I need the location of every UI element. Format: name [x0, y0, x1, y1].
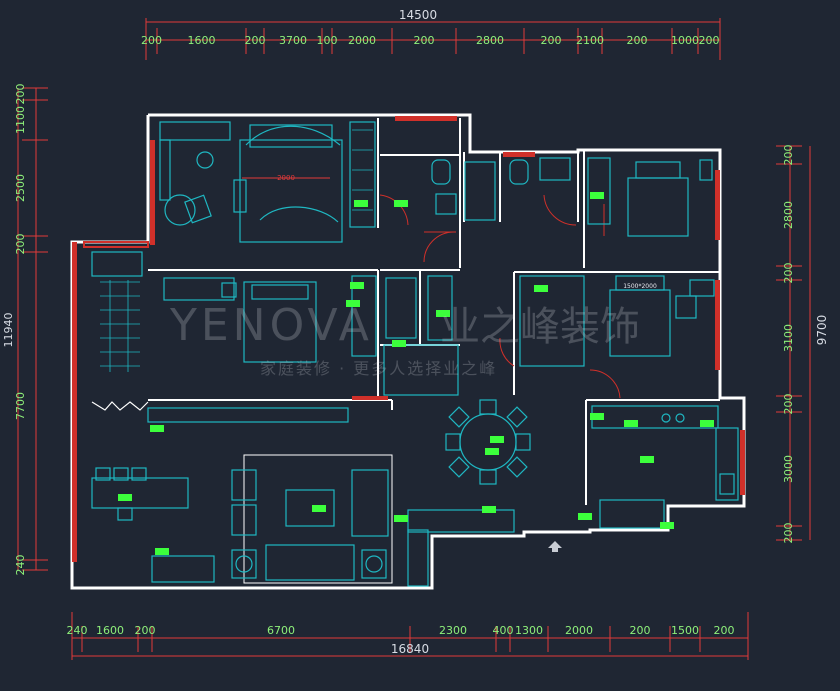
bed-middle-left	[243, 281, 317, 363]
left-segment-0: 200	[14, 84, 27, 105]
bottom-segment-7: 2000	[565, 624, 593, 637]
entrance-arrow-icon	[548, 541, 562, 552]
left-segment-2: 2500	[14, 174, 27, 202]
left-segment-3: 200	[14, 234, 27, 255]
material-tag	[312, 505, 326, 512]
top-segment-5: 2000	[348, 34, 376, 47]
right-segment-1: 2800	[782, 201, 795, 229]
bottom-segment-6: 1300	[515, 624, 543, 637]
coffee-table	[285, 489, 335, 527]
sofa-side	[351, 469, 389, 537]
kitchen-counter	[591, 405, 719, 429]
right-segment-2: 200	[782, 263, 795, 284]
closet-hangers	[100, 280, 140, 372]
left-dimension-chain	[17, 87, 48, 571]
bottom-segment-1: 1600	[96, 624, 124, 637]
material-tag	[578, 513, 592, 520]
top-segment-0: 200	[141, 34, 162, 47]
material-tag	[354, 200, 368, 207]
right-segment-labels: 200 2800 200 3100 200 3000 200	[782, 145, 795, 544]
right-segment-6: 200	[782, 523, 795, 544]
top-segment-4: 100	[317, 34, 338, 47]
right-segment-0: 200	[782, 145, 795, 166]
material-tag	[490, 436, 504, 443]
bottom-segment-5: 400	[493, 624, 514, 637]
top-segment-12: 200	[699, 34, 720, 47]
right-dimension-chain	[776, 145, 811, 541]
dining-table	[459, 413, 517, 471]
top-dimension-chain	[145, 18, 721, 60]
top-segment-2: 200	[245, 34, 266, 47]
material-tag	[150, 425, 164, 432]
material-tag	[394, 200, 408, 207]
bottom-segment-10: 200	[714, 624, 735, 637]
top-segment-6: 200	[414, 34, 435, 47]
master-bed	[233, 124, 343, 243]
material-tag	[155, 548, 169, 555]
top-segment-9: 2100	[576, 34, 604, 47]
material-tag	[700, 420, 714, 427]
interior-walls	[148, 118, 720, 505]
material-tag	[590, 413, 604, 420]
bottom-segment-4: 2300	[439, 624, 467, 637]
material-tag	[346, 300, 360, 307]
material-tag	[534, 285, 548, 292]
material-tag	[350, 282, 364, 289]
left-segment-5: 240	[14, 555, 27, 576]
right-segment-4: 200	[782, 394, 795, 415]
middle-bed-size: 1500*2000	[623, 283, 657, 290]
master-bed-size: 2000	[277, 174, 295, 182]
material-tag	[660, 522, 674, 529]
top-segment-10: 200	[627, 34, 648, 47]
right-segment-3: 3100	[782, 324, 795, 352]
left-segment-1: 1100	[14, 106, 27, 134]
material-tag	[485, 448, 499, 455]
right-total-dimension: 9700	[815, 315, 829, 346]
top-total-dimension: 14500	[399, 8, 437, 22]
bottom-segment-0: 240	[67, 624, 88, 637]
material-tag	[482, 506, 496, 513]
furniture	[91, 121, 739, 587]
material-tag	[436, 310, 450, 317]
top-segment-7: 2800	[476, 34, 504, 47]
top-segment-1: 1600	[188, 34, 216, 47]
top-segment-3: 3700	[279, 34, 307, 47]
bed-top-right	[627, 177, 689, 237]
top-segment-8: 200	[541, 34, 562, 47]
watermark-brand: YENOVA	[169, 300, 373, 351]
watermark-slogan: 家庭装修 · 更多人选择业之峰	[260, 359, 497, 378]
material-tags	[118, 192, 714, 555]
watermark-brand-cn: 业之峰装饰	[440, 304, 640, 350]
material-tag	[624, 420, 638, 427]
material-tag	[392, 340, 406, 347]
master-wardrobe	[349, 121, 376, 228]
material-tag	[394, 515, 408, 522]
bottom-segment-2: 200	[135, 624, 156, 637]
bottom-segment-9: 1500	[671, 624, 699, 637]
material-tag	[640, 456, 654, 463]
bottom-segment-3: 6700	[267, 624, 295, 637]
left-total-dimension: 11940	[2, 313, 15, 348]
bottom-total-dimension: 16840	[391, 642, 429, 656]
sofa-main	[265, 544, 355, 581]
material-tag	[118, 494, 132, 501]
top-segment-11: 1000	[671, 34, 699, 47]
right-segment-5: 3000	[782, 455, 795, 483]
bottom-segment-8: 200	[630, 624, 651, 637]
left-segment-4: 7700	[14, 392, 27, 420]
windows	[72, 116, 745, 562]
bottom-dimension-chain	[71, 612, 749, 660]
material-tag	[590, 192, 604, 199]
